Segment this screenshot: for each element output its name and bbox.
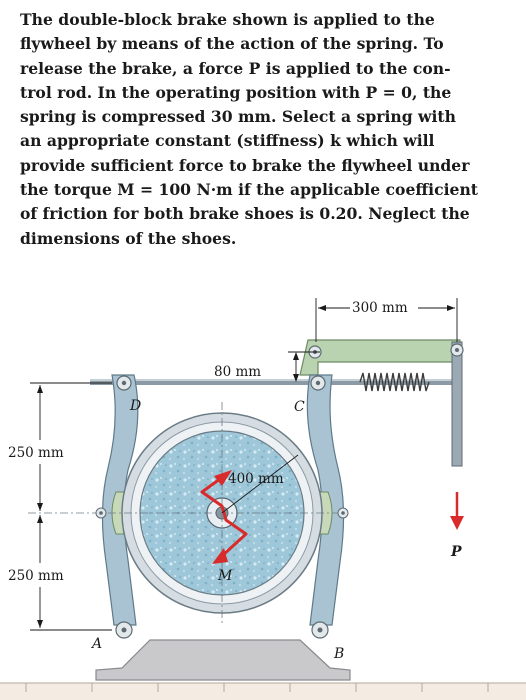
left-brake-shoe (111, 491, 125, 535)
moment-arrowhead (214, 470, 232, 486)
dim-400-line (221, 454, 299, 514)
moment-arrow (200, 474, 248, 558)
dim-300-label: 300 mm (352, 300, 408, 316)
pin-right-shoe (337, 507, 349, 519)
pin-C (310, 375, 326, 391)
problem-line: trol rod. In the operating position with… (20, 82, 452, 102)
problem-statement: The double-block brake shown is applied … (20, 8, 510, 251)
problem-line: provide sufficient force to brake the fl… (20, 155, 470, 175)
problem-line: the torque M = 100 N·m if the applicable… (20, 180, 478, 200)
point-B-label: B (333, 646, 344, 662)
vertical-rod (451, 341, 463, 467)
problem-line: The double-block brake shown is applied … (20, 10, 435, 29)
pin-B (311, 621, 329, 639)
problem-line: of friction for both brake shoes is 0.20… (20, 204, 470, 224)
right-brake-shoe (319, 491, 333, 535)
point-D-label: D (129, 398, 141, 414)
pin-D (116, 375, 132, 391)
force-P-arrowhead (450, 516, 464, 530)
problem-line: an appropriate constant (stiffness) k wh… (20, 131, 435, 151)
problem-line: release the brake, a force P is applied … (20, 58, 451, 78)
dim-400-label: 400 mm (228, 471, 284, 487)
dim-250-bottom-label: 250 mm (8, 568, 64, 584)
point-A-label: A (90, 636, 102, 652)
brake-diagram: 300 mm 80 mm 400 mm 250 mm 250 mm D C A … (0, 298, 526, 700)
dim-80-lines (288, 351, 320, 376)
base-frame (95, 639, 351, 681)
pin-A (115, 621, 133, 639)
dim-250-lines (30, 382, 112, 631)
ground-strip (0, 683, 526, 700)
problem-line: spring is compressed 30 mm. Select a spr… (20, 107, 456, 127)
green-link (299, 339, 461, 376)
spring (359, 372, 430, 392)
point-C-label: C (294, 399, 305, 415)
pin-left-shoe (95, 507, 107, 519)
force-P-label: P (450, 544, 462, 560)
centerlines (28, 402, 340, 625)
problem-line: flywheel by means of the action of the s… (20, 34, 444, 54)
problem-line: dimensions of the shoes. (20, 228, 237, 248)
ground-ticks (25, 683, 489, 692)
dim-250-top-label: 250 mm (8, 445, 64, 461)
dim-80-label: 80 mm (214, 364, 261, 380)
moment-M-label: M (217, 568, 233, 584)
